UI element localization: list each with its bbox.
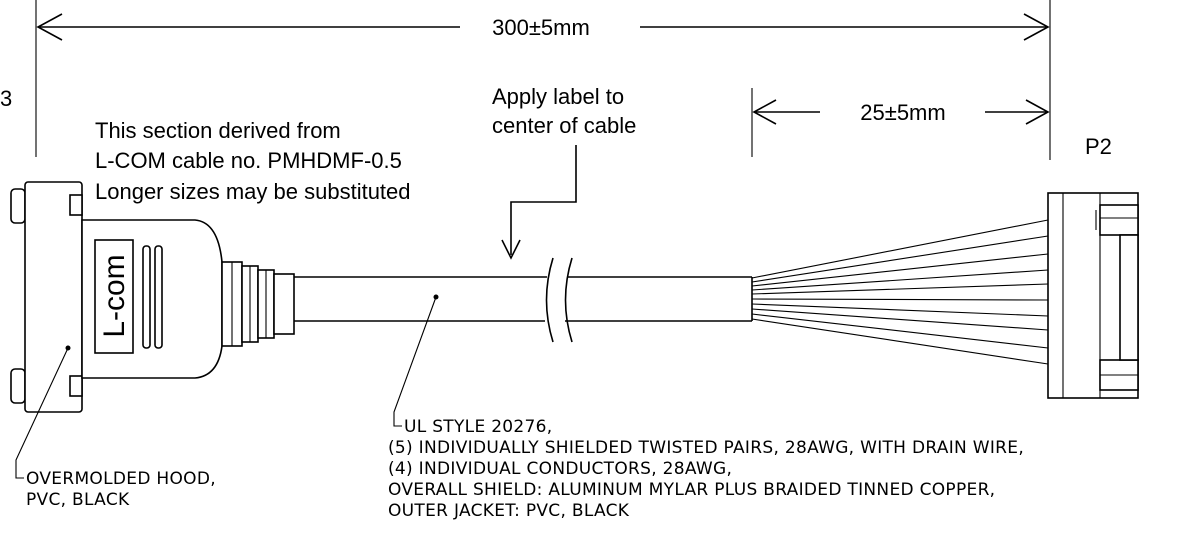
cable-spec-line-1: UL STYLE 20276, [404, 417, 552, 437]
breakout-arrowhead-right [1025, 99, 1050, 125]
arrowhead-right [1023, 13, 1050, 41]
wire-5 [751, 283, 1049, 295]
cable-break-mark-1 [545, 257, 554, 343]
p2-latch-top [1099, 204, 1139, 236]
label-leader-arrow [501, 239, 521, 260]
wire-1 [751, 219, 1049, 279]
label-instruction-line-1: Apply label to [492, 84, 624, 109]
cable-spec-line-5: OUTER JACKET: PVC, BLACK [388, 501, 630, 521]
hood-callout-dot [65, 345, 71, 351]
strain-relief-4 [273, 273, 295, 335]
breakout-length-text: 25±5mm [860, 100, 945, 125]
overmolded-hood-connector: L-com [10, 181, 295, 413]
breakout-wires [751, 219, 1049, 365]
connector-p2-label: P2 [1085, 134, 1112, 159]
wire-2 [751, 235, 1049, 283]
thumbscrew-top-knob [10, 188, 26, 224]
hood-callout-line-1: OVERMOLDED HOOD, [26, 469, 216, 489]
derivation-line-2: L-COM cable no. PMHDMF-0.5 [95, 148, 402, 173]
label-instruction-note: Apply label to center of cable [492, 84, 636, 260]
overall-length-dimension: 300±5mm [35, 0, 1051, 160]
hood-grip-rib-2 [154, 245, 163, 349]
wire-9 [751, 313, 1049, 349]
stray-mark: 3 [0, 86, 12, 111]
hood-callout-line-2: PVC, BLACK [26, 490, 130, 510]
derivation-line-1: This section derived from [95, 118, 341, 143]
hood-logo-text: L-com [98, 254, 131, 337]
wire-6 [751, 298, 1049, 301]
p2-side-rail [1119, 234, 1139, 361]
connector-p2 [1047, 192, 1139, 399]
cable-jacket [294, 257, 753, 343]
cable-break-mark-2 [564, 257, 573, 343]
flange-screw-top [69, 194, 83, 216]
thumbscrew-bottom-knob [10, 368, 26, 404]
wire-3 [751, 253, 1049, 287]
overall-length-text: 300±5mm [492, 15, 590, 40]
hood-callout: OVERMOLDED HOOD, PVC, BLACK [15, 345, 216, 510]
cable-spec-line-4: OVERALL SHIELD: ALUMINUM MYLAR PLUS BRAI… [388, 480, 995, 500]
hood-callout-leader [15, 347, 69, 479]
wire-7 [751, 303, 1049, 317]
breakout-length-dimension: 25±5mm [751, 88, 1050, 157]
wire-4 [751, 269, 1049, 291]
cable-spec-line-2: (5) INDIVIDUALLY SHIELDED TWISTED PAIRS,… [388, 438, 1024, 458]
label-instruction-line-2: center of cable [492, 113, 636, 138]
cable-spec-dot [433, 294, 439, 300]
label-leader-line [510, 145, 577, 255]
wire-10 [751, 318, 1049, 365]
flange-screw-bottom [69, 375, 83, 397]
wire-8 [751, 308, 1049, 331]
cable-spec-line-3: (4) INDIVIDUAL CONDUCTORS, 28AWG, [388, 459, 732, 479]
hood-grip-rib-1 [142, 245, 151, 349]
arrowhead-left [36, 13, 63, 41]
cable-spec-callout: UL STYLE 20276, (5) INDIVIDUALLY SHIELDE… [388, 294, 1024, 521]
breakout-arrowhead-left [752, 99, 777, 125]
derivation-line-3: Longer sizes may be substituted [95, 179, 411, 204]
derivation-note: This section derived from L-COM cable no… [95, 118, 411, 204]
cable-spec-leader [393, 296, 437, 427]
hood-logo-badge [94, 239, 134, 354]
